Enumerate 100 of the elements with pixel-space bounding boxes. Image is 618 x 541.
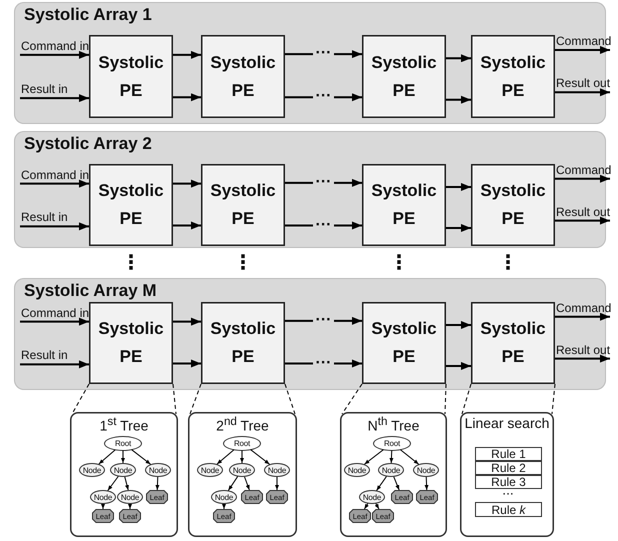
tree-node: [90, 490, 116, 504]
vertical-ellipsis: ⋮: [389, 252, 409, 272]
rule-row: [475, 475, 542, 489]
pe-label: Systolic PE: [479, 52, 547, 102]
node-label: Node: [82, 466, 102, 474]
detail-panel: [70, 412, 178, 537]
processing-element: [471, 302, 555, 384]
zoom-line: [284, 384, 296, 414]
tree-edge: [250, 449, 270, 465]
tree-edge: [128, 504, 132, 510]
arrow: [446, 54, 471, 62]
arrow: [555, 88, 610, 96]
tree-edge: [393, 476, 400, 490]
tree-node: [413, 463, 439, 477]
arrow: [20, 94, 89, 102]
tree-edge: [121, 450, 125, 464]
pe-label: Systolic PE: [97, 318, 165, 368]
tree-edge: [98, 449, 116, 465]
node-label: Node: [120, 492, 140, 502]
edge-label: Result out: [556, 342, 610, 357]
tree-edge: [400, 449, 420, 465]
pe-label: Systolic PE: [370, 318, 438, 368]
pe-label: Systolic PE: [209, 180, 277, 230]
arrow: [285, 360, 362, 368]
edge-label: Result in: [21, 210, 68, 224]
arrow: [173, 318, 201, 326]
tree-edge: [155, 476, 160, 490]
tree-node: [110, 463, 136, 477]
edge-label: Command in: [21, 38, 90, 53]
tree-edge: [222, 504, 226, 510]
leaf-node: [372, 509, 394, 523]
tree-node: [104, 436, 142, 450]
node-label: Node: [148, 466, 168, 474]
processing-element: [362, 35, 446, 118]
leaf-node: [349, 509, 371, 523]
panel-title: 1$^{st}$ Tree: [98, 415, 150, 434]
rule-label: Rule 1: [491, 447, 526, 461]
leaf-node: [213, 509, 235, 523]
tree-node: [344, 463, 370, 477]
rule-row: [475, 461, 542, 475]
tree-edge: [124, 476, 129, 491]
arrow: [555, 312, 610, 321]
zoom-line: [462, 384, 472, 414]
ellipsis-mark: ···: [502, 488, 514, 500]
arrow: [555, 216, 610, 225]
edge-label: Result out: [556, 204, 610, 219]
tree-edge: [101, 504, 105, 510]
tree-node: [197, 463, 223, 477]
edge-label: Result in: [21, 82, 68, 96]
zoom-line: [172, 384, 176, 414]
pe-label: Systolic PE: [370, 52, 438, 102]
tree-node: [229, 463, 255, 477]
zoom-line: [444, 384, 446, 414]
tree-edge: [364, 449, 384, 465]
edge-label: Command: [556, 34, 612, 48]
rule-label: Rule 2: [491, 461, 526, 475]
processing-element: [89, 302, 173, 384]
leaf-node: [391, 490, 413, 504]
node-label: Node: [214, 492, 234, 502]
arrow: [20, 222, 89, 230]
processing-element: [89, 35, 173, 118]
pe-label: Systolic PE: [97, 180, 165, 230]
arrow: [555, 46, 610, 54]
arrow: [555, 174, 610, 183]
array-title: Systolic Array 2: [24, 134, 152, 154]
vertical-ellipsis: ⋮: [233, 252, 253, 272]
arrow: [446, 182, 471, 191]
edge-label: Command: [556, 162, 612, 177]
edge-label: Command: [556, 300, 612, 315]
node-label: Root: [234, 438, 250, 448]
processing-element: [362, 302, 446, 384]
zoom-line: [72, 384, 90, 414]
node-label: Root: [384, 438, 400, 448]
node-label: Node: [416, 466, 436, 474]
tree-edge: [107, 476, 119, 491]
arrow: [20, 50, 89, 59]
processing-element: [362, 164, 446, 246]
arrow: [446, 96, 471, 104]
node-label: Node: [348, 466, 366, 474]
node-label: Node: [114, 466, 132, 474]
tree-edge: [216, 449, 234, 465]
node-label: Node: [232, 466, 252, 474]
tree-node: [117, 490, 143, 504]
tree-node: [359, 490, 385, 504]
arrow: [285, 316, 362, 325]
arrow: [173, 93, 201, 102]
arrow: [173, 222, 201, 230]
processing-element: [201, 302, 285, 384]
leaf-node: [92, 509, 114, 523]
node-label: Node: [382, 466, 400, 474]
detail-panel: [460, 412, 554, 537]
tree-edge: [275, 476, 279, 490]
tree-edge: [240, 450, 244, 464]
tree-node: [211, 490, 237, 504]
arrow: [285, 178, 362, 187]
rule-row: [475, 502, 542, 517]
leaf-node: [146, 490, 168, 504]
node-label: Node: [362, 492, 382, 502]
rule-row: [475, 447, 542, 461]
node-label: Node: [200, 466, 220, 474]
